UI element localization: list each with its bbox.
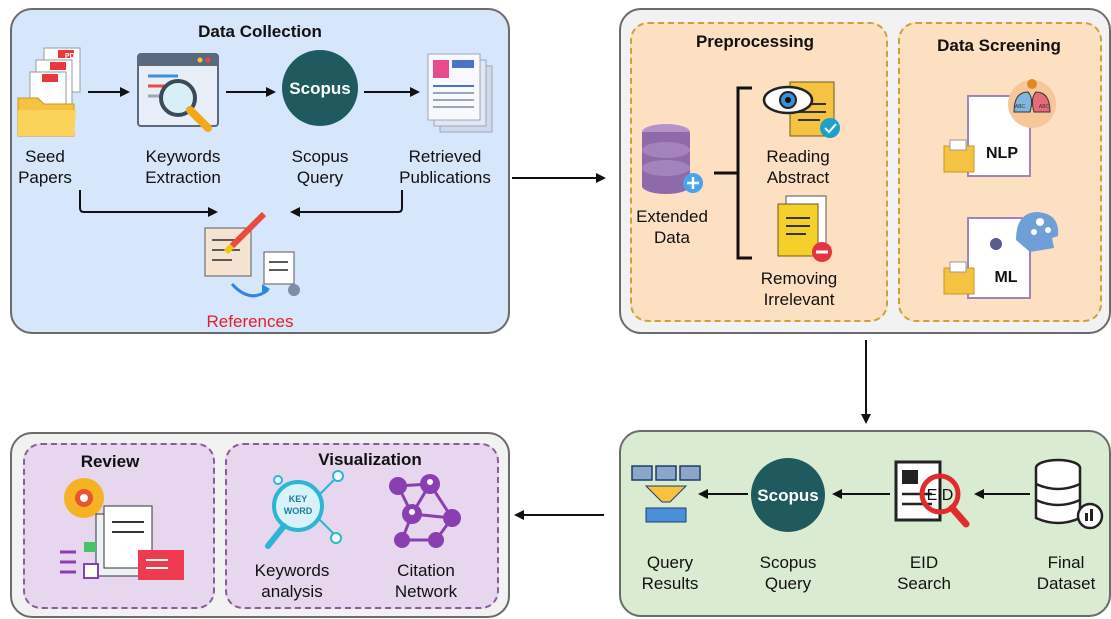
word-text: WORD: [284, 506, 313, 516]
abc-right-text: ABC: [1039, 104, 1050, 110]
scopus-logo-2-text: Scopus: [757, 486, 818, 505]
references-label: References: [206, 312, 294, 331]
query-panel: [619, 430, 1111, 617]
keywords-extraction-icon: [137, 53, 219, 132]
data-screening-title: Data Screening: [937, 36, 1061, 55]
key-text: KEY: [289, 494, 308, 504]
ml-icon: [943, 212, 1059, 299]
nlp-icon: [943, 79, 1056, 177]
reading-abstract-icon: [762, 81, 840, 138]
review-title: Review: [80, 452, 140, 471]
scopus-logo-text: Scopus: [289, 79, 350, 98]
arrow-retrieved-references: [290, 190, 403, 217]
removing-irrelevant-icon: [777, 195, 832, 262]
abc-left-text: ABC: [1015, 104, 1026, 110]
eid-tag: EID: [927, 487, 954, 504]
keywords-analysis-icon: [265, 470, 344, 549]
data-collection-title: Data Collection: [198, 22, 322, 41]
bracket: [736, 86, 752, 260]
seed-papers-icon: [17, 47, 81, 137]
preprocessing-title: Preprocessing: [695, 32, 815, 51]
citation-network-icon: [389, 474, 461, 548]
ml-text: ML: [994, 269, 1017, 286]
data-collection-panel: [10, 8, 510, 334]
eid-search-icon: [894, 460, 970, 528]
preprocessing-box: [630, 22, 888, 322]
review-icon: [60, 478, 184, 580]
visualization-title: Visualization: [318, 450, 422, 469]
scopus-logo-2: [751, 458, 825, 532]
database-icon: [642, 124, 703, 194]
scopus-logo: [282, 50, 358, 126]
retrieved-publications-icon: [427, 53, 493, 133]
references-icon: [204, 211, 300, 298]
arrow-seed-references: [79, 190, 218, 217]
pdf-tag: PDF: [65, 53, 80, 60]
nlp-text: NLP: [986, 145, 1018, 162]
final-dataset-icon: [1034, 458, 1104, 530]
query-results-icon: [631, 465, 701, 523]
